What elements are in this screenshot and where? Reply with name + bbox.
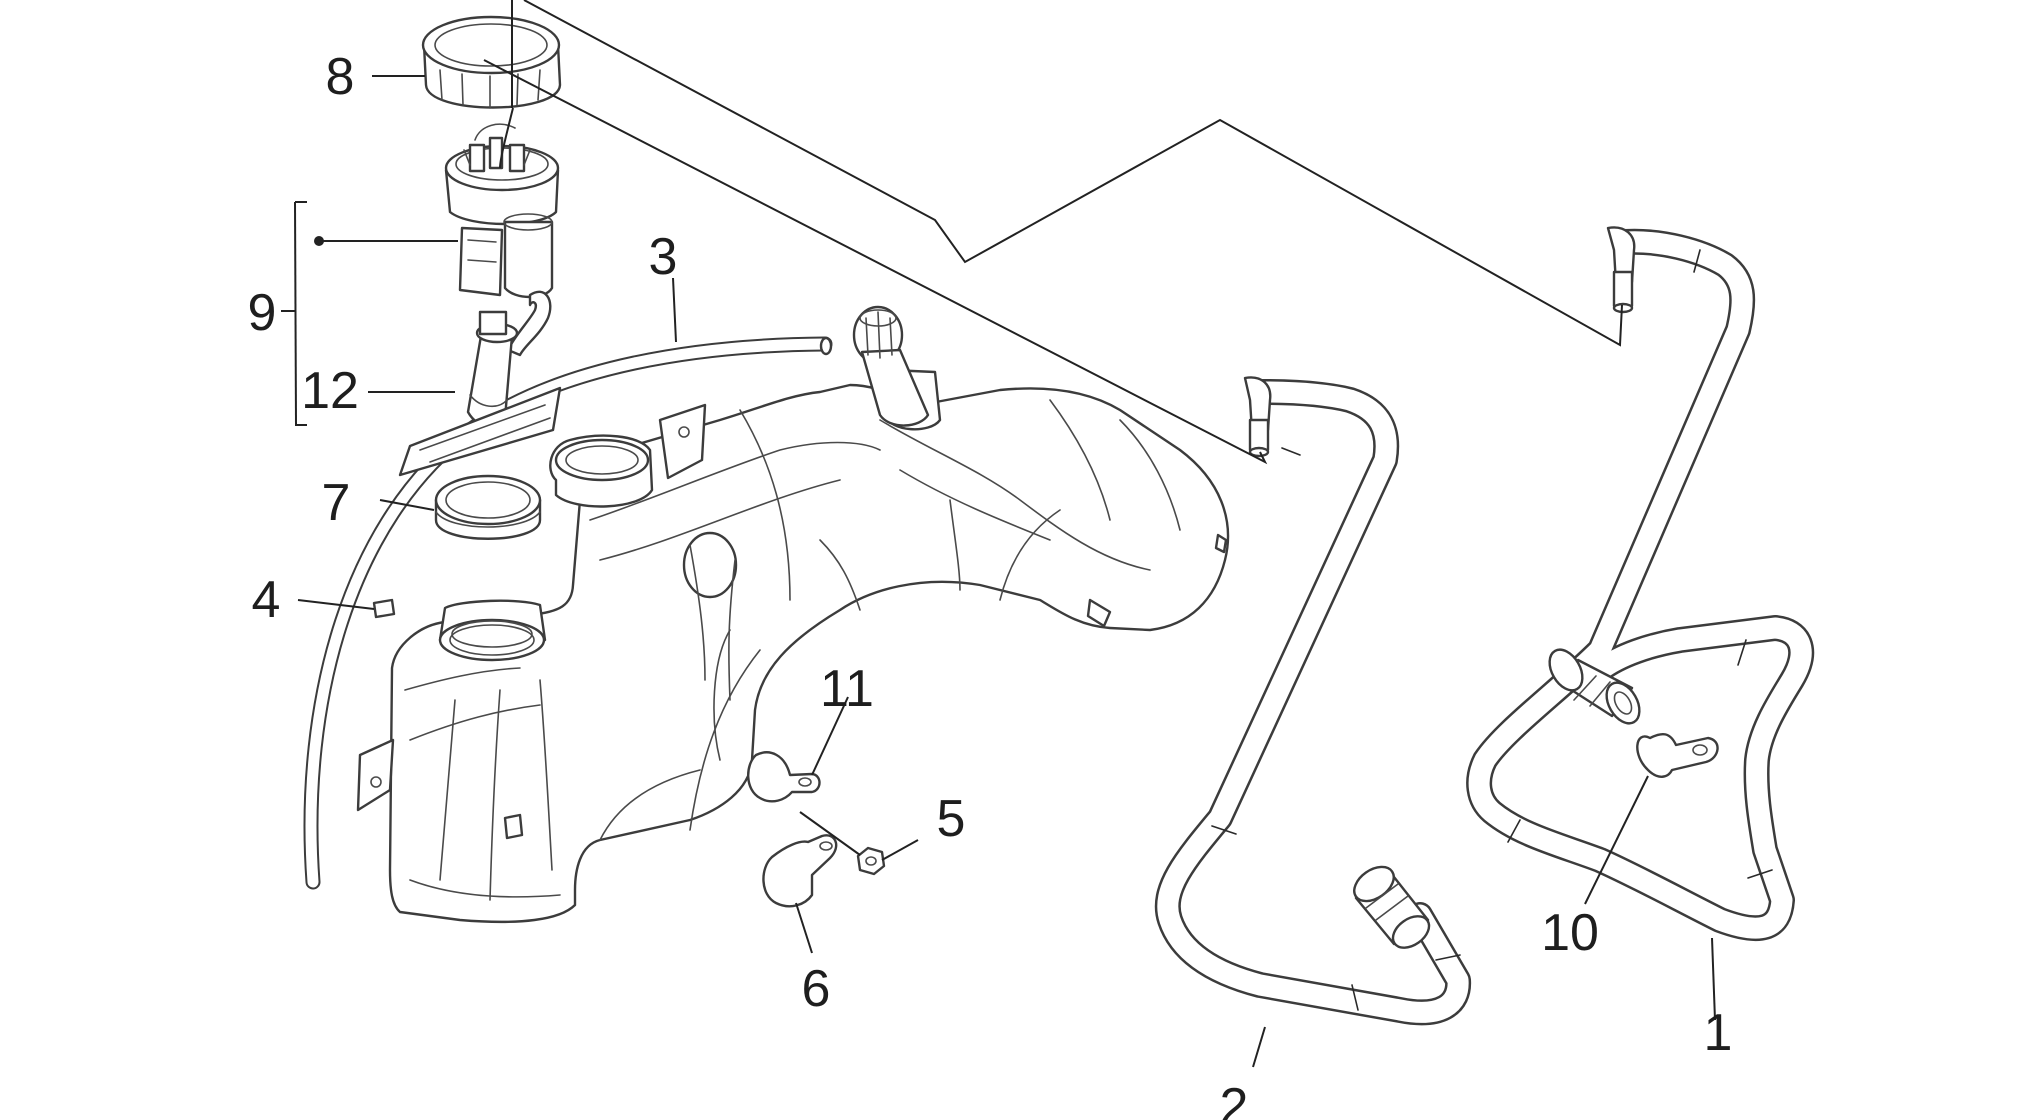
part-4-tube-clip (372, 598, 396, 619)
part-7-sealing-ring (434, 474, 542, 540)
part-8-locking-ring (421, 15, 562, 109)
callout-10: 10 (1541, 904, 1599, 962)
callout-11: 11 (820, 660, 874, 718)
callout-1: 1 (1704, 1004, 1733, 1062)
callout-3: 3 (649, 228, 678, 286)
callout-labels: 8 9 12 7 4 3 11 5 6 2 1 10 (248, 48, 1733, 1120)
callout-5: 5 (937, 790, 966, 848)
callout-leaders (281, 75, 1716, 1068)
part-5-nut (856, 846, 886, 876)
callout-2: 2 (1220, 1078, 1249, 1120)
fuel-filler-spout (852, 305, 942, 431)
part-6-clamp (762, 834, 838, 908)
hose-2-quick-connector (1353, 865, 1431, 949)
part-11-clamp (747, 751, 821, 803)
callout-9: 9 (248, 284, 277, 342)
callout-12: 12 (301, 362, 359, 420)
callout-4: 4 (252, 571, 281, 629)
part-2-hose (1154, 376, 1472, 1026)
hose-1-quick-connector (1548, 648, 1641, 725)
callout-7: 7 (322, 474, 351, 532)
callout-6: 6 (802, 960, 831, 1018)
part-9-fuel-pump-assembly (398, 123, 562, 477)
callout-8: 8 (326, 48, 355, 106)
fuel-tank-body (356, 383, 1230, 924)
part-10-hose-clip (1636, 732, 1719, 778)
part-1-hose (1466, 226, 1814, 942)
assembly-lines (483, 0, 1623, 856)
